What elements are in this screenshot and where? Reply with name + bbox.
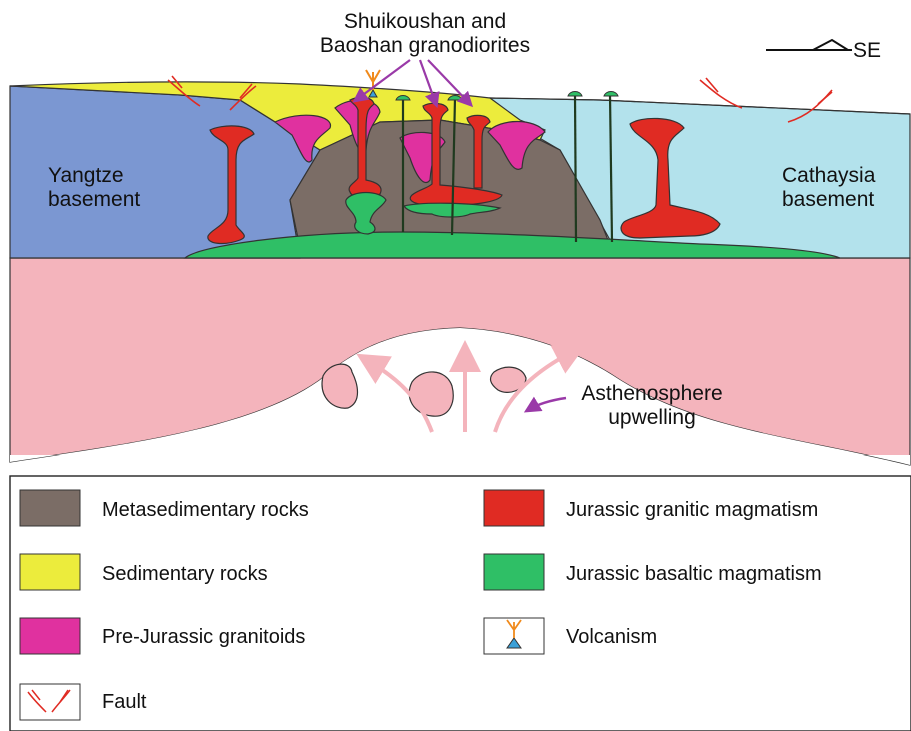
orientation-marker: SE xyxy=(766,39,881,62)
swatch-pre-jurassic xyxy=(20,618,80,654)
swatch-metasedimentary xyxy=(20,490,80,526)
asthenosphere-label-line1: Asthenosphere xyxy=(581,382,722,405)
yangtze-label-line1: Yangtze xyxy=(48,164,124,187)
legend-label: Jurassic granitic magmatism xyxy=(566,499,818,521)
legend-label: Metasedimentary rocks xyxy=(102,499,309,521)
cathaysia-label-line1: Cathaysia xyxy=(782,164,876,187)
cross-section: SE Shuikoushan and Baoshan granodiorites… xyxy=(10,10,910,465)
cathaysia-label-line2: basement xyxy=(782,188,874,211)
yangtze-label-line2: basement xyxy=(48,188,140,211)
legend-label: Jurassic basaltic magmatism xyxy=(566,563,822,585)
asthenosphere-label-line2: upwelling xyxy=(608,406,696,429)
swatch-sedimentary xyxy=(20,554,80,590)
swatch-jurassic-basaltic xyxy=(484,554,544,590)
legend-label: Fault xyxy=(102,691,147,713)
legend-label: Sedimentary rocks xyxy=(102,563,268,585)
orientation-label: SE xyxy=(853,39,881,62)
legend: Metasedimentary rocks Sedimentary rocks … xyxy=(10,476,911,731)
legend-label: Volcanism xyxy=(566,626,657,648)
legend-label: Pre-Jurassic granitoids xyxy=(102,626,305,648)
annotation-line2: Baoshan granodiorites xyxy=(320,34,530,57)
swatch-jurassic-granitic xyxy=(484,490,544,526)
lithosphere-fragment xyxy=(409,372,453,416)
annotation-line1: Shuikoushan and xyxy=(344,10,506,33)
